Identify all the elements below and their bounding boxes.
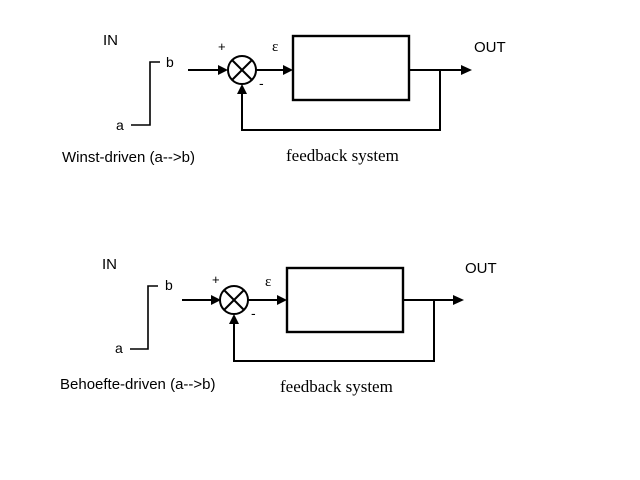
error-symbol: ε <box>265 274 271 290</box>
system-block <box>291 34 411 102</box>
out-label: OUT <box>465 260 497 277</box>
step-high-label: b <box>165 277 173 293</box>
in-label: IN <box>102 256 117 273</box>
error-arrowhead <box>277 295 287 305</box>
in-label: IN <box>103 32 118 49</box>
step-high-label: b <box>166 54 174 70</box>
step-input-signal <box>131 61 160 126</box>
feedback-arrowhead <box>237 84 247 94</box>
feedback-diagram-behoefte: IN b a + - ε OUT Behoefte-driven (a-->b)… <box>60 256 497 396</box>
plus-sign: + <box>218 39 226 54</box>
system-caption: feedback system <box>286 146 399 165</box>
system-block <box>285 266 405 334</box>
input-arrowhead <box>218 65 228 75</box>
step-low-label: a <box>115 340 123 356</box>
diagram-caption: Winst-driven (a-->b) <box>62 149 195 166</box>
error-symbol: ε <box>272 39 278 55</box>
feedback-diagram-winst: IN b a + - ε OUT Winst-driven (a-->b) fe… <box>62 32 506 166</box>
input-arrowhead <box>211 295 221 305</box>
step-low-label: a <box>116 117 124 133</box>
feedback-arrowhead <box>229 314 239 324</box>
output-arrowhead <box>453 295 464 305</box>
error-arrowhead <box>283 65 293 75</box>
step-input-signal <box>130 285 158 350</box>
system-caption: feedback system <box>280 377 393 396</box>
minus-sign: - <box>259 75 264 91</box>
plus-sign: + <box>212 272 220 287</box>
feedback-path <box>241 70 441 131</box>
out-label: OUT <box>474 39 506 56</box>
summing-junction <box>219 285 249 315</box>
feedback-path <box>233 300 435 362</box>
diagram-caption: Behoefte-driven (a-->b) <box>60 376 216 393</box>
output-arrowhead <box>461 65 472 75</box>
minus-sign: - <box>251 305 256 321</box>
summing-junction <box>227 55 257 85</box>
